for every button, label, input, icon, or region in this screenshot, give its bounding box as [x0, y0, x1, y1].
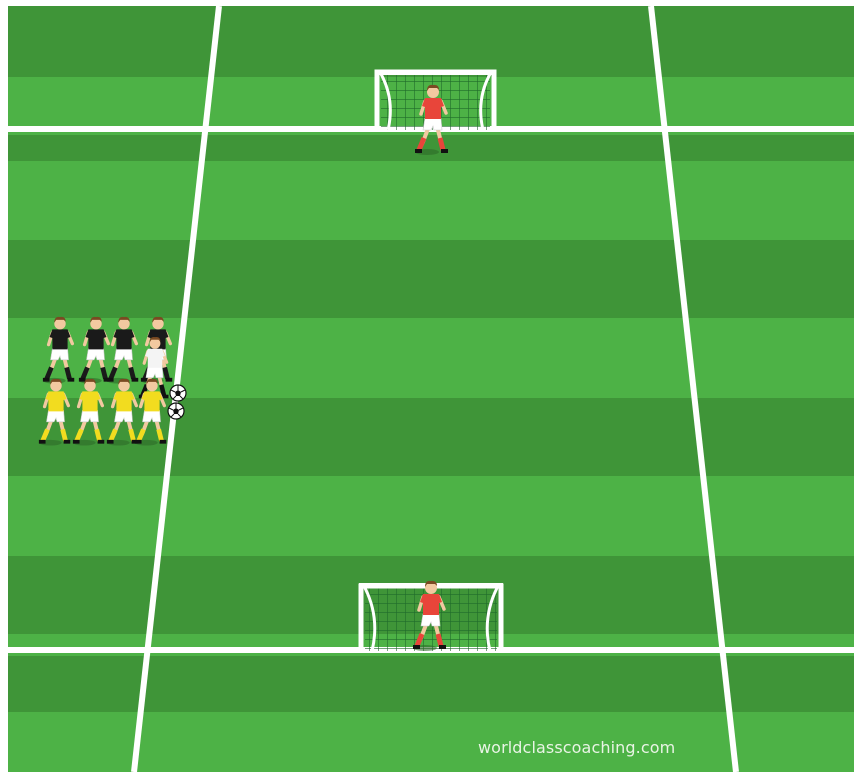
soccer-ball-1: [170, 385, 186, 401]
grass-stripe: [8, 240, 854, 318]
grass-stripe: [8, 318, 854, 398]
grass-stripe: [8, 135, 854, 161]
grass-stripe: [8, 6, 854, 77]
grass-stripe: [8, 476, 854, 556]
watermark-text: worldclasscoaching.com: [478, 738, 748, 757]
soccer-ball-2: [168, 403, 184, 419]
grass-stripe: [8, 161, 854, 240]
